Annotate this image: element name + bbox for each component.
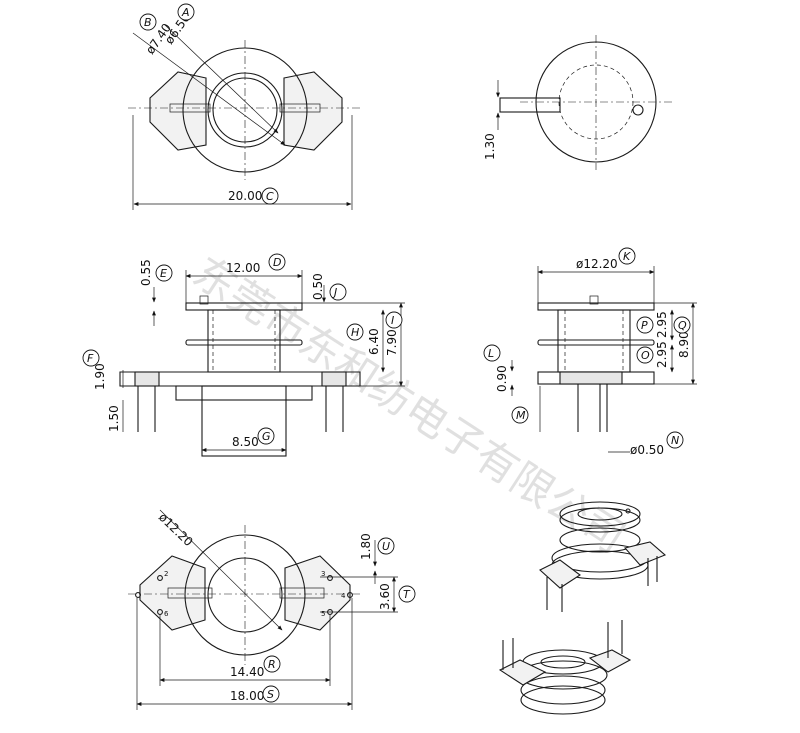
letter-marker-j: J (329, 283, 347, 301)
letter-marker-s: S (262, 685, 280, 703)
svg-text:L: L (488, 347, 494, 360)
letter-marker-e: E (155, 264, 173, 282)
letter-marker-u: U (377, 537, 395, 555)
pin-label-6: 6 (164, 610, 169, 618)
svg-text:T: T (403, 588, 411, 601)
watermark: 东莞市东和纺电子有限公司 (185, 247, 634, 563)
dim-label-d-s: 18.00 (230, 689, 264, 703)
footprint-view (128, 509, 398, 710)
letter-marker-c: C (261, 187, 279, 205)
dim-label-pin-offset: 1.30 (483, 133, 497, 160)
letter-marker-l: L (483, 344, 501, 362)
letter-marker-i: I (385, 311, 403, 329)
dim-label-d-c: 20.00 (228, 189, 262, 203)
svg-text:M: M (516, 409, 526, 422)
dim-label-d-f: 1.90 (93, 363, 107, 390)
dim-label-d-e: 0.55 (139, 259, 153, 286)
footprint-left-wing (139, 555, 206, 631)
svg-text:F: F (87, 352, 94, 365)
svg-text:C: C (266, 190, 274, 203)
letter-marker-n: N (666, 431, 684, 449)
dim-label-pin-len: 1.50 (107, 405, 121, 432)
dim-label-d-v: ø12.20 (156, 510, 196, 549)
bottom-view-bobbin (496, 35, 672, 170)
isometric-view-top (539, 501, 667, 612)
letter-marker-h: H (346, 323, 364, 341)
dim-label-d-p: 2.95 (655, 311, 669, 338)
side-view-front (119, 270, 405, 457)
svg-text:I: I (391, 314, 394, 327)
top-view-right-wing (283, 71, 343, 151)
dim-label-d-k: ø12.20 (576, 257, 618, 271)
dim-label-d-d: 12.00 (226, 261, 260, 275)
letter-marker-m: M (511, 406, 529, 424)
letter-marker-r: R (263, 655, 281, 673)
dim-label-d-t: 3.60 (378, 583, 392, 610)
dim-label-d-o: 2.95 (655, 341, 669, 368)
letter-marker-d: D (268, 253, 286, 271)
side-view-end (510, 266, 697, 453)
isometric-view-bottom (498, 620, 632, 715)
top-view-bobbin (128, 24, 362, 210)
letter-marker-q: Q (673, 316, 691, 334)
pin-label-4: 4 (341, 592, 346, 600)
svg-text:G: G (262, 430, 271, 443)
letter-marker-t: T (398, 585, 416, 603)
letter-marker-a: A (177, 3, 195, 21)
svg-text:E: E (160, 267, 167, 280)
letter-marker-p: P (636, 316, 654, 334)
letter-marker-b: B (139, 13, 157, 31)
svg-text:N: N (671, 434, 679, 447)
dim-label-d-i: 7.90 (385, 329, 399, 356)
pin-label-3: 3 (321, 570, 325, 578)
top-view-left-wing (149, 71, 207, 151)
svg-text:H: H (351, 326, 359, 339)
svg-text:U: U (382, 540, 390, 553)
svg-text:R: R (268, 658, 276, 671)
pin-label-5: 5 (321, 610, 325, 618)
dim-label-d-h: 6.40 (367, 328, 381, 355)
dim-label-d-n: ø0.50 (630, 443, 664, 457)
pin-one-marker (632, 104, 644, 116)
dim-label-d-g: 8.50 (232, 435, 259, 449)
dim-label-d-q: 8.90 (677, 331, 691, 358)
dim-label-d-r: 14.40 (230, 665, 264, 679)
letter-marker-f: F (82, 349, 100, 367)
svg-text:K: K (623, 250, 631, 263)
dim-label-d-l: 0.90 (495, 365, 509, 392)
letter-marker-k: K (618, 247, 636, 265)
svg-text:A: A (181, 6, 190, 19)
svg-text:D: D (273, 256, 281, 269)
svg-text:S: S (267, 688, 274, 701)
letter-marker-g: G (257, 427, 275, 445)
svg-text:O: O (641, 349, 650, 362)
pin-label-2: 2 (164, 570, 168, 578)
svg-text:P: P (641, 319, 648, 332)
dim-label-d-j: 0.50 (311, 273, 325, 300)
dim-label-d-u: 1.80 (359, 533, 373, 560)
svg-text:B: B (144, 16, 152, 29)
letter-marker-o: O (636, 346, 654, 364)
svg-text:Q: Q (678, 319, 687, 332)
svg-text:J: J (332, 286, 337, 299)
